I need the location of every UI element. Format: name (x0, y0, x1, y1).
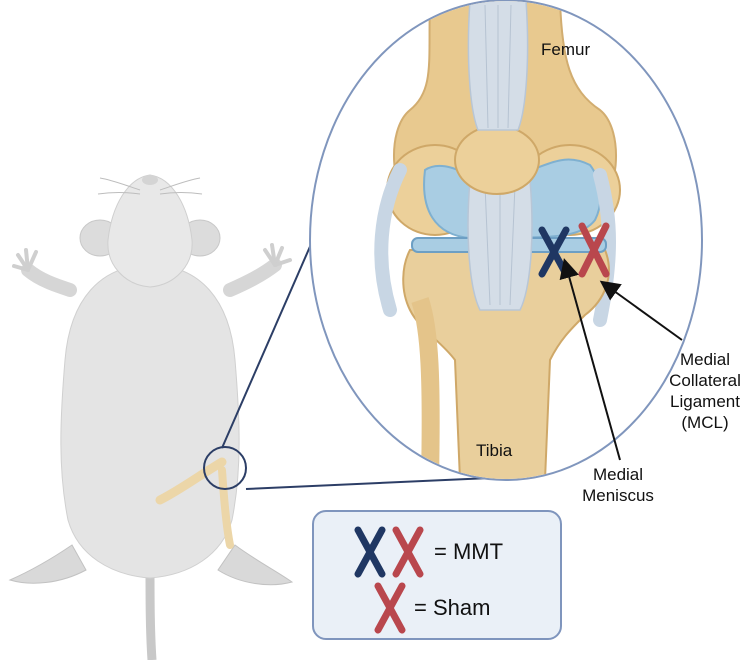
mouse-torso (61, 265, 239, 578)
meniscus-label: Medial Meniscus (568, 464, 668, 506)
mcl-label-line-3: Ligament (660, 391, 750, 412)
legend-sham-text: = Sham (414, 595, 490, 621)
mcl-label-line-1: Medial (660, 349, 750, 370)
femur-label: Femur (541, 40, 590, 60)
meniscus-label-line-1: Medial (568, 464, 668, 485)
legend-box: = MMT = Sham (312, 510, 562, 640)
fibula (420, 300, 431, 480)
mcl-label-line-2: Collateral (660, 370, 750, 391)
mcl-label: Medial Collateral Ligament (MCL) (660, 349, 750, 433)
legend-row-mmt: = MMT (314, 526, 560, 576)
mcl-label-line-4: (MCL) (660, 412, 750, 433)
mouse-right-hind-foot (218, 545, 292, 585)
legend-mmt-text: = MMT (434, 539, 503, 565)
mouse-right-arm (230, 265, 275, 290)
mouse-head (108, 175, 192, 287)
tibia-label: Tibia (476, 441, 512, 461)
mouse-left-arm (28, 270, 70, 290)
mouse-left-hind-foot (10, 545, 86, 583)
legend-sham-cross-icon (372, 582, 412, 634)
meniscus-label-line-2: Meniscus (568, 485, 668, 506)
legend-mmt-crosses-icon (352, 526, 432, 578)
legend-row-sham: = Sham (314, 582, 560, 632)
mouse-body (10, 175, 292, 660)
mouse-nose (142, 175, 158, 185)
patella (455, 126, 539, 194)
zoom-connector-bottom (246, 478, 490, 489)
